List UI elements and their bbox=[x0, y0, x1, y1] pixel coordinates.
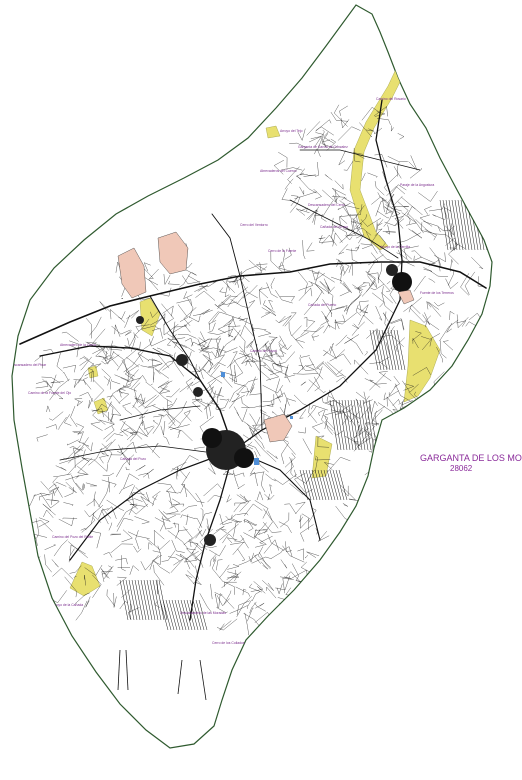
place-label: Paraje de la Angostura bbox=[400, 183, 434, 187]
place-label: Abrevaderos del Cuervo bbox=[260, 169, 297, 173]
municipal-boundary bbox=[11, 4, 493, 749]
place-label: Cañada del Puerto bbox=[308, 303, 336, 307]
place-label: Cerro de los Collados bbox=[212, 641, 245, 645]
municipality-code: 28062 bbox=[450, 464, 473, 473]
place-label: Descansadero del Cerro bbox=[308, 203, 345, 207]
built-up-blocks bbox=[117, 231, 415, 443]
place-label: Arroyo de la Cerrilla bbox=[380, 245, 410, 249]
place-label: Cañada del Pozo bbox=[120, 457, 146, 461]
road-tails bbox=[117, 649, 207, 701]
place-label: Descansadero de las Moradas bbox=[180, 611, 226, 615]
place-label: Cerro del Ventorro bbox=[240, 223, 268, 227]
place-label: Arroyo del Tejo bbox=[280, 129, 303, 133]
place-label: Camino de Hoyos bbox=[250, 349, 277, 353]
place-label: Cañada del Arroyo bbox=[320, 225, 348, 229]
place-label: Arroyo de la Cañada bbox=[52, 603, 83, 607]
urban-cores bbox=[136, 264, 412, 546]
place-label: Camino del Pozo del Roble bbox=[52, 535, 93, 539]
place-label: Camino del Rosario bbox=[376, 97, 406, 101]
place-label: Camino de la Fuente del Ojo bbox=[28, 391, 71, 395]
place-label: Abrevadero de la Cerca bbox=[60, 343, 96, 347]
place-label: Fuente de los Terreros bbox=[420, 291, 454, 295]
place-label: Descansadero del Pinar bbox=[10, 363, 47, 367]
main-roads bbox=[19, 99, 487, 621]
field-strips bbox=[119, 199, 488, 631]
place-label: Garganta de Garcia de Gonzalez bbox=[298, 145, 348, 149]
municipality-name: GARGANTA DE LOS MONTES bbox=[420, 453, 522, 463]
water-patches bbox=[221, 372, 293, 465]
place-label: Cerro de la Fuente bbox=[268, 249, 296, 253]
